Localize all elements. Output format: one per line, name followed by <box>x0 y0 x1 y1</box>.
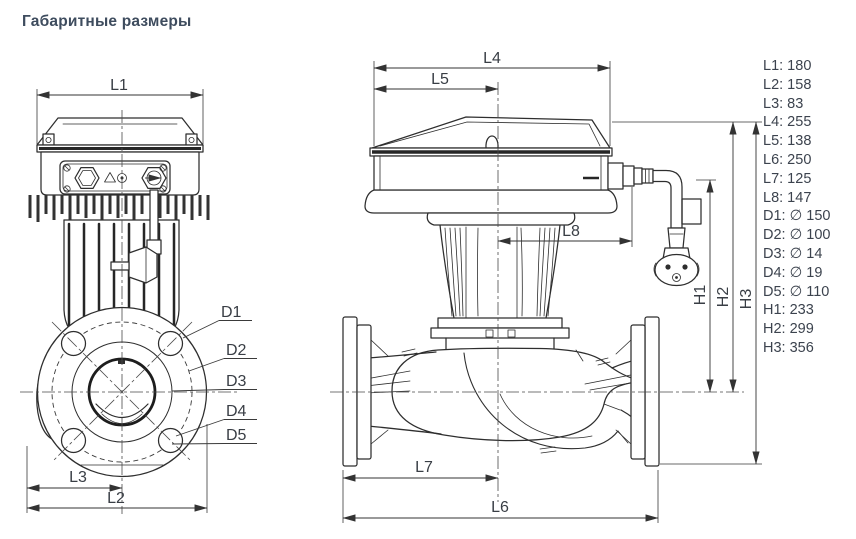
dimension-list-item: L5: 138 <box>763 133 812 150</box>
side-view-dimensions: L4 L5 L8 L7 L6 H1 H2 H3 <box>342 50 762 523</box>
volute-casing <box>365 347 644 454</box>
dimension-list-item: D1: ∅ 150 <box>763 208 831 225</box>
dim-label-l8: L8 <box>562 223 580 240</box>
terminal-box-side <box>364 116 618 226</box>
dim-label-h2: H2 <box>715 287 732 308</box>
dimension-list-item: D4: ∅ 19 <box>763 264 823 281</box>
dimension-list-item: L1: 180 <box>763 58 812 74</box>
power-cord-assembly <box>607 162 702 287</box>
pump-front-view: L1 L3 L2 D1 D2 D3 D4 D5 <box>20 77 257 514</box>
dim-label-l2: L2 <box>107 490 125 507</box>
dim-label-l7: L7 <box>415 459 433 476</box>
cable-channel-bracket <box>110 189 162 284</box>
terminal-pins <box>28 195 210 222</box>
cable-gland-left-icon <box>74 166 100 190</box>
dimension-list-item: L4: 255 <box>763 114 812 131</box>
cable-gland-right-icon <box>141 166 167 190</box>
dimension-list-item: D5: ∅ 110 <box>763 283 830 300</box>
dim-label-l4: L4 <box>483 50 501 67</box>
cable-clip <box>681 198 702 225</box>
power-cable <box>652 169 683 229</box>
dimension-list-item: H3: 356 <box>763 339 814 356</box>
dim-label-l6: L6 <box>491 499 509 516</box>
dimension-list-item: L8: 147 <box>763 189 812 206</box>
dim-label-l5: L5 <box>431 71 449 88</box>
dim-label-d1: D1 <box>221 304 242 321</box>
dimension-list-item: L6: 250 <box>763 151 812 168</box>
pump-side-view: L4 L5 L8 L7 L6 H1 H2 H3 <box>330 50 762 523</box>
dim-label-l1: L1 <box>110 77 128 94</box>
dim-label-d4: D4 <box>226 403 247 420</box>
dim-label-d2: D2 <box>226 342 247 359</box>
dimension-list-item: D3: ∅ 14 <box>763 245 823 262</box>
front-view-dimensions: L1 L3 L2 D1 D2 D3 D4 D5 <box>26 77 257 513</box>
dimension-list-item: L3: 83 <box>763 95 804 112</box>
dim-label-l3: L3 <box>69 469 87 486</box>
dimension-list-item: H1: 233 <box>763 302 814 319</box>
page-title: Габаритные размеры <box>22 13 192 30</box>
dim-label-d3: D3 <box>226 373 247 390</box>
dim-label-d5: D5 <box>226 427 247 444</box>
dimension-list-item: L7: 125 <box>763 170 812 187</box>
terminal-box-front <box>36 117 204 196</box>
warning-triangle-icon <box>104 172 116 183</box>
dimension-value-list: L1: 180 L2: 158 L3: 83 L4: 255 L5: 138 L… <box>763 57 855 358</box>
dim-label-h1: H1 <box>692 285 709 306</box>
motor-side <box>430 224 570 351</box>
dimension-list-item: L2: 158 <box>763 76 812 93</box>
dimension-list-item: D2: ∅ 100 <box>763 227 831 244</box>
dim-label-h3: H3 <box>738 289 755 310</box>
dimension-list-item: H2: 299 <box>763 321 814 338</box>
schuko-plug-icon <box>653 253 700 287</box>
